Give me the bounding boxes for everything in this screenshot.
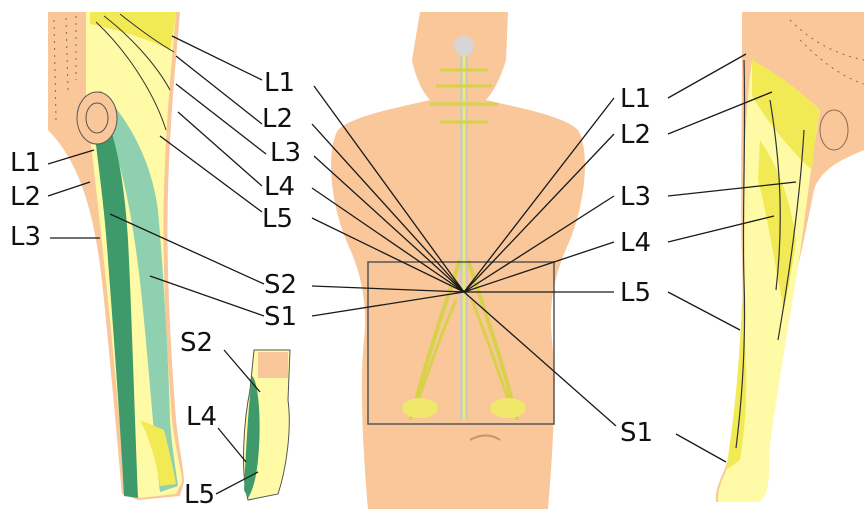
foot-label-l4: L4 [186,404,217,430]
center-label-s2: S2 [264,272,297,298]
torso-figure [331,12,585,509]
center-label-l3: L3 [270,140,301,166]
foot-label-s2: S2 [180,330,213,356]
right-label-l5: L5 [620,280,651,306]
center-label-l5: L5 [262,206,293,232]
right-label-l1: L1 [620,86,651,112]
left-leg-figure [48,12,184,500]
center-label-l1: L1 [264,70,295,96]
center-label-l2: L2 [262,106,293,132]
foot-label-l5: L5 [184,482,215,508]
right-label-s1: S1 [620,420,653,446]
center-label-s1: S1 [264,304,297,330]
left-label-l1: L1 [10,150,41,176]
right-label-l2: L2 [620,122,651,148]
right-label-l4: L4 [620,230,651,256]
right-leg-figure [716,12,864,502]
center-label-l4: L4 [264,174,295,200]
foot-figure [244,350,290,500]
left-label-l3: L3 [10,224,41,250]
right-label-l3: L3 [620,184,651,210]
left-label-l2: L2 [10,184,41,210]
